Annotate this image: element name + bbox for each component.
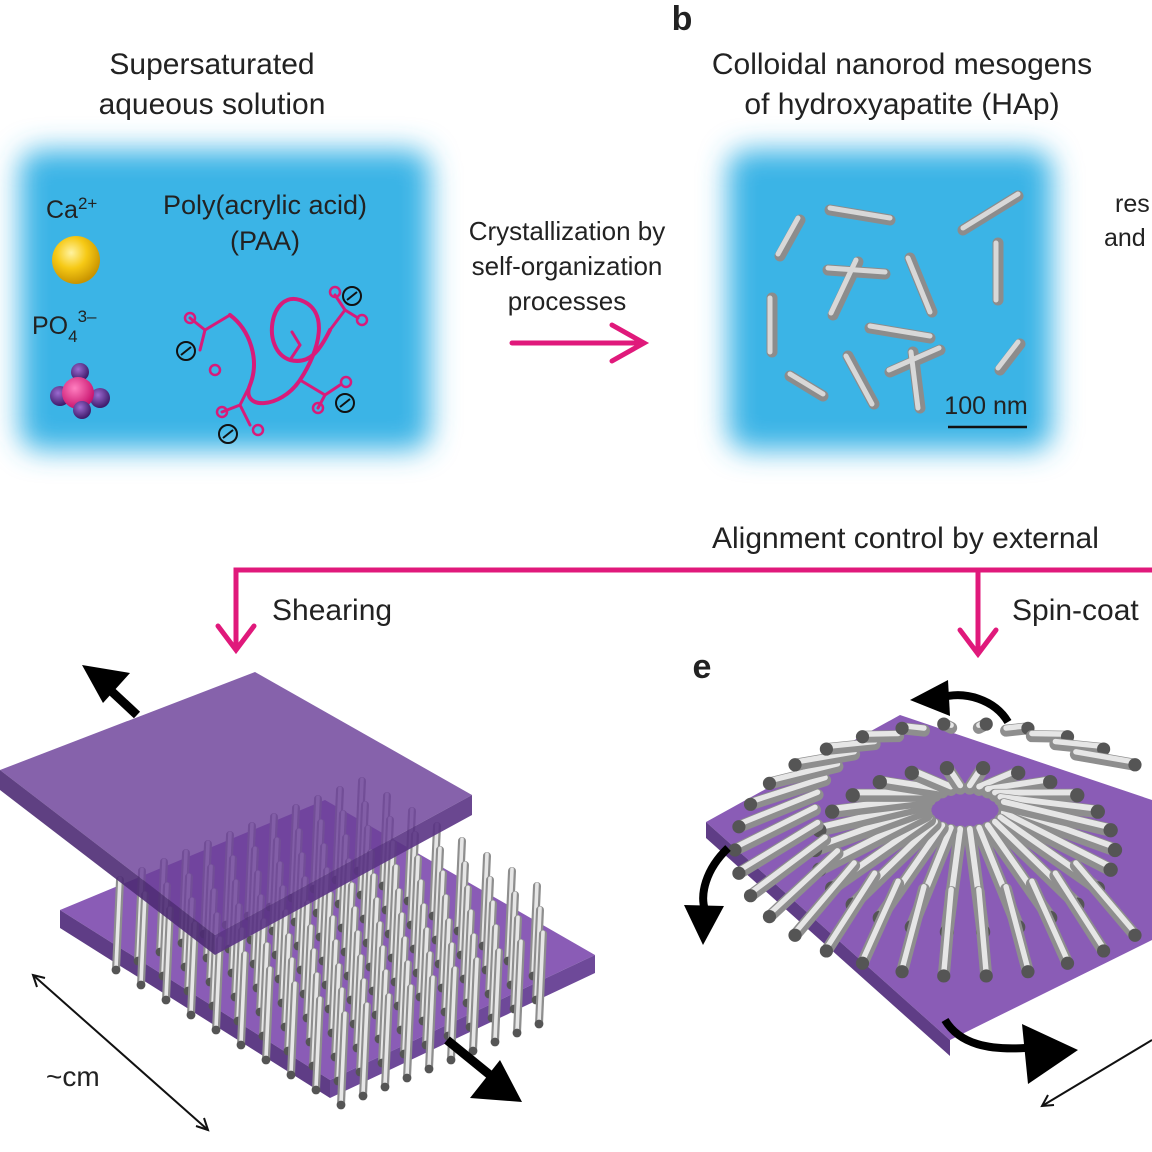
cut-off-text-1: res [1115,190,1150,218]
panel-a-title-line2: aqueous solution [99,88,326,121]
scale-bar-label: 100 nm [944,392,1027,420]
spin-scale-arrow-icon [1040,1039,1152,1108]
nanorod [788,859,861,942]
nanorod [283,957,296,1056]
nanorod [1049,869,1111,958]
branch-arrows-icon [215,567,1152,659]
nanorod [939,760,967,795]
nanorod [490,948,503,1047]
nanorod [997,798,1118,838]
nanorod [478,852,491,951]
nanorod [161,906,174,1005]
nanorod [324,915,337,1014]
nanorod [286,981,299,1080]
process-label-line3: processes [508,286,627,316]
nanorod [424,975,437,1074]
nanorod [534,930,547,1029]
calcium-ion-icon [52,236,100,284]
nanorod [937,886,958,983]
nanorod [111,876,124,975]
nanorod [1069,748,1142,772]
phosphate-ion-icon [50,363,110,419]
nanorod [336,1011,349,1110]
paa-label-line2: (PAA) [230,226,300,256]
nanorod [380,993,393,1092]
cm-scale-label: ~cm [46,1061,100,1092]
nanorod [819,869,881,958]
alignment-label: Alignment control by external [712,522,1099,555]
top-shear-plate [0,672,472,935]
nanorod [762,847,844,924]
nanorod [409,855,422,954]
nanorod [994,338,1026,376]
paa-label-line1: Poly(acrylic acid) [163,190,367,220]
nanorod [774,214,806,262]
panel-b-title-line2: of hydroxyapatite (HAp) [744,88,1059,121]
process-label-line1: Crystallization by [469,216,666,246]
radial-nanorod-array [728,717,1142,983]
alignment-branch: Alignment control by external Shearing S… [215,522,1152,659]
cut-off-text-2: and [1104,224,1146,252]
nanorod [211,936,224,1035]
shearing-label: Shearing [272,594,392,627]
nanorod [468,957,481,1056]
solution-background [20,150,430,450]
spin-rotation-arrows [684,680,1078,1084]
panel-b-title-line1: Colloidal nanorod mesogens [712,48,1092,81]
nanorod [311,996,324,1095]
nanorod [255,918,268,1017]
nanorod [402,984,415,1083]
nanorod [743,774,832,811]
spin-coating-label: Spin-coat [1012,594,1139,627]
phosphate-label: PO43– [32,307,97,346]
nanorods [766,190,1026,414]
rotation-arrow-left-icon [684,905,724,945]
nanorod [937,717,958,734]
nanorod [1049,738,1111,756]
nanorod [855,730,905,744]
shear-arrow-down-icon [470,1060,522,1102]
nanorod [743,833,832,903]
nanorod [1069,859,1142,942]
panel-a-title-line1: Supersaturated [109,48,314,81]
paa-polymer-icon [183,285,369,437]
nanorod [963,760,991,795]
nanorod [261,966,274,1065]
nanorod [788,748,861,772]
cm-scale-arrow-icon [31,973,210,1132]
nanorod [358,1002,371,1101]
panel-e: e [684,648,1152,1108]
nanorod [997,808,1118,877]
nanorod [972,717,993,734]
nanorod [1025,877,1075,970]
process-label-line2: self-organization [472,251,663,281]
process-step: Crystallization by self-organization pro… [469,216,666,364]
panel-b: b Colloidal nanorod mesogens of hydroxya… [672,0,1150,450]
panel-a: Supersaturated aqueous solution Ca2+ PO4… [20,48,430,450]
panel-e-letter: e [693,648,712,686]
nanorod [972,886,993,983]
carboxylate-charges [176,286,362,444]
shear-direction-arrows [82,665,522,1102]
panel-b-letter: b [672,0,693,38]
nanorod [855,877,905,970]
process-arrow-icon [509,322,650,364]
nanorod [732,819,824,880]
nanorod [904,765,958,796]
nanorod [762,760,844,791]
shear-arrow-up-icon [82,665,130,703]
rotation-arrow-bottom-icon [1022,1024,1078,1084]
nanorod [728,804,821,857]
calcium-label: Ca2+ [46,194,97,224]
nanorod [732,788,824,834]
rotation-arrow-top-icon [910,680,950,716]
nanorod [895,721,930,737]
nanorod [136,891,149,990]
nanorod [236,951,249,1050]
nanorod [895,883,930,979]
nanorod [1000,883,1035,979]
shearing-assembly: ~cm [0,665,595,1132]
nanorod [512,939,525,1038]
